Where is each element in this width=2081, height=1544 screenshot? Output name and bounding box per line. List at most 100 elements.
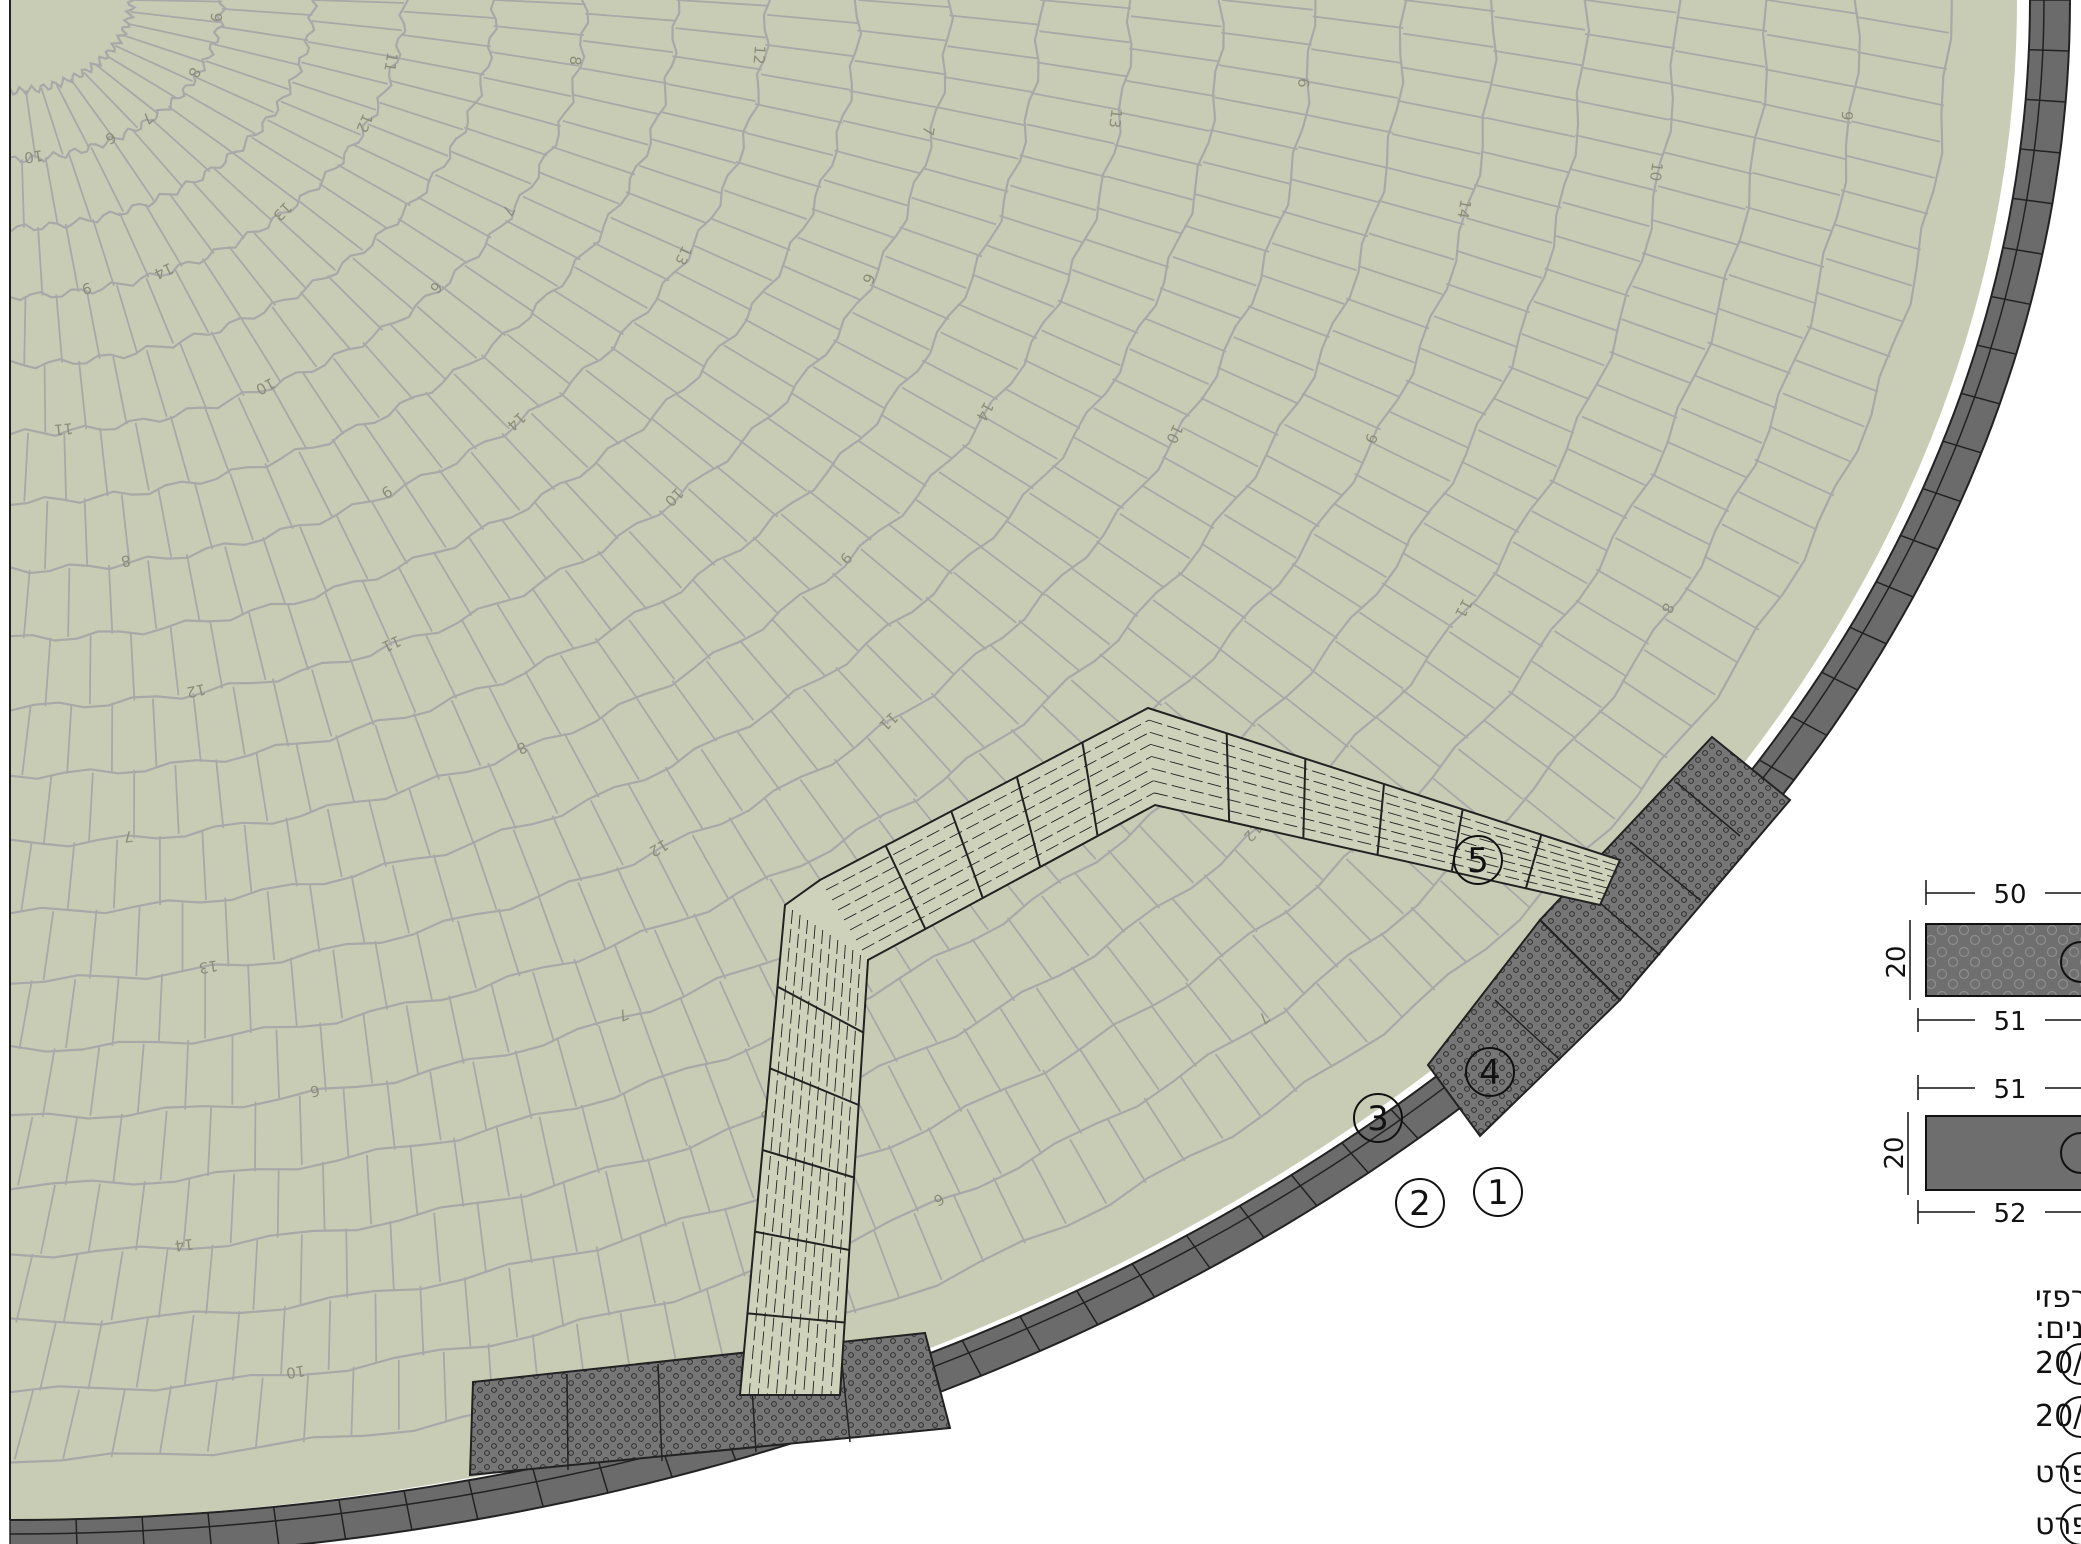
joint-radial <box>1247 305 1331 339</box>
joint-arc <box>10 0 409 302</box>
joint-radial <box>1245 484 1320 528</box>
joint-radial <box>947 45 1038 60</box>
joint-radial <box>252 1240 259 1310</box>
joint-radial <box>559 654 601 718</box>
joint-radial <box>298 200 364 252</box>
joint-radial <box>270 385 308 450</box>
joint-radial <box>167 105 235 155</box>
joint-radial <box>1214 1053 1261 1117</box>
joint-radial <box>1471 601 1544 648</box>
block-joint <box>1015 776 1042 868</box>
joint-radial <box>24 90 37 159</box>
joint-radial <box>1728 274 1815 304</box>
joint-radial <box>687 488 748 543</box>
block-joint <box>1081 742 1099 837</box>
callout-4: 4 <box>1465 1047 1515 1097</box>
joint-radial <box>754 103 843 124</box>
joint-radial <box>1490 83 1580 103</box>
joint-radial <box>660 599 711 660</box>
joint-radial <box>530 311 599 361</box>
joint-radial <box>134 422 150 491</box>
joint-radial <box>405 1005 420 1075</box>
tile-joint <box>1494 999 1561 1061</box>
joint-radial <box>501 519 548 581</box>
block-joint <box>762 1149 855 1179</box>
hatch-line <box>849 768 1153 931</box>
joint-radial <box>1349 744 1414 798</box>
joint-radial <box>23 296 27 365</box>
joint-arc <box>10 0 590 437</box>
joint-radial <box>594 461 653 518</box>
joint-radial <box>1480 150 1570 174</box>
joint-radial <box>352 257 414 311</box>
joint-radial <box>514 1050 533 1120</box>
joint-radial <box>990 644 1051 699</box>
joint-arc <box>10 0 1682 1259</box>
joint-radial <box>362 341 414 400</box>
joint-radial <box>898 978 938 1043</box>
joint-radial <box>880 413 952 459</box>
joint-radial <box>248 612 267 681</box>
joint-radial <box>921 359 998 401</box>
joint-radial <box>184 1040 190 1110</box>
joint-radial <box>158 1385 172 1455</box>
joint-radial <box>693 244 773 282</box>
joint-radial <box>1308 80 1398 99</box>
joint-radial <box>398 566 433 632</box>
joint-radial <box>1301 392 1381 431</box>
joint-radial <box>688 1144 712 1214</box>
joint-radial <box>464 264 534 313</box>
joint-radial <box>538 1116 556 1186</box>
joint-radial <box>1217 366 1298 404</box>
joint-radial <box>438 469 485 531</box>
hatch-line <box>861 792 1155 951</box>
joint-radial <box>577 881 607 949</box>
joint-radial <box>1345 297 1430 330</box>
joint-radial <box>280 1306 286 1376</box>
joint-radial <box>472 1061 488 1131</box>
curb-joint <box>532 1468 544 1507</box>
joint-radial <box>183 1315 195 1385</box>
joint-radial <box>145 277 175 344</box>
joint-radial <box>552 1257 565 1328</box>
joint-radial <box>984 416 1058 460</box>
joint-radial <box>1182 426 1259 468</box>
joint-radial <box>276 1168 280 1238</box>
joint-radial <box>1533 300 1618 332</box>
joint-radial <box>1752 171 1841 197</box>
joint-radial <box>790 391 862 438</box>
joint-radial <box>1674 50 1766 68</box>
joint-radial <box>193 481 214 550</box>
joint-radial <box>506 333 571 385</box>
joint-radial <box>1846 154 1935 179</box>
joint-radial <box>564 569 612 631</box>
joint-radial <box>887 1144 919 1212</box>
legend-item-3: ריצוף ״טופוטק גדול״ עפ״י פרט <box>2035 1452 2081 1494</box>
joint-radial <box>625 191 708 225</box>
joint-radial <box>1494 16 1586 31</box>
joint-radial <box>971 938 1016 1002</box>
joint-radial <box>483 76 572 98</box>
joint-radial <box>585 369 651 421</box>
joint-radial <box>1650 218 1738 246</box>
joint-radial <box>453 373 510 430</box>
joint-radial <box>470 451 521 511</box>
tile-joint <box>1629 841 1701 901</box>
joint-radial <box>966 1108 1002 1175</box>
joint-radial <box>1332 329 1415 364</box>
joint-radial <box>375 238 442 288</box>
joint-radial <box>435 173 513 213</box>
joint-radial <box>327 1300 332 1371</box>
joint-radial <box>1312 15 1404 29</box>
joint-radial <box>938 471 1009 519</box>
joint-radial <box>501 432 556 491</box>
joint-radial <box>136 1043 145 1114</box>
joint-radial <box>87 1183 101 1253</box>
row-number: 10 <box>1646 161 1666 182</box>
row-number: 7 <box>123 827 134 846</box>
joint-radial <box>150 118 211 173</box>
joint-radial <box>275 1029 281 1099</box>
joint-radial <box>112 356 128 425</box>
svg-text:אבן שפה גושנית מגרניט 20/51/52: אבן שפה גושנית מגרניט 20/51/52/30 <box>2035 1346 2081 1381</box>
joint-radial <box>866 644 923 701</box>
